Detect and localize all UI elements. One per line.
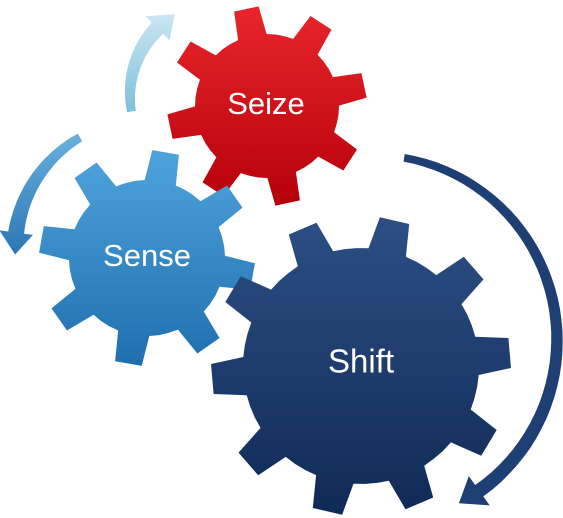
gear-seize-shape	[167, 6, 367, 206]
gear-seize: Seize	[167, 6, 367, 206]
gear-seize-label: Seize	[227, 86, 305, 121]
gear-shift: Shift	[211, 217, 511, 515]
gear-shift-shape	[211, 217, 511, 515]
curved-arrow-to-seize	[124, 14, 175, 113]
gear-shift-label: Shift	[328, 343, 394, 380]
gear-sense: Sense	[39, 150, 255, 366]
curved-arrow-to-sense	[0, 133, 83, 255]
arrow-group	[0, 14, 563, 506]
gear-sense-label: Sense	[103, 238, 191, 273]
gear-sense-shape	[39, 150, 255, 366]
